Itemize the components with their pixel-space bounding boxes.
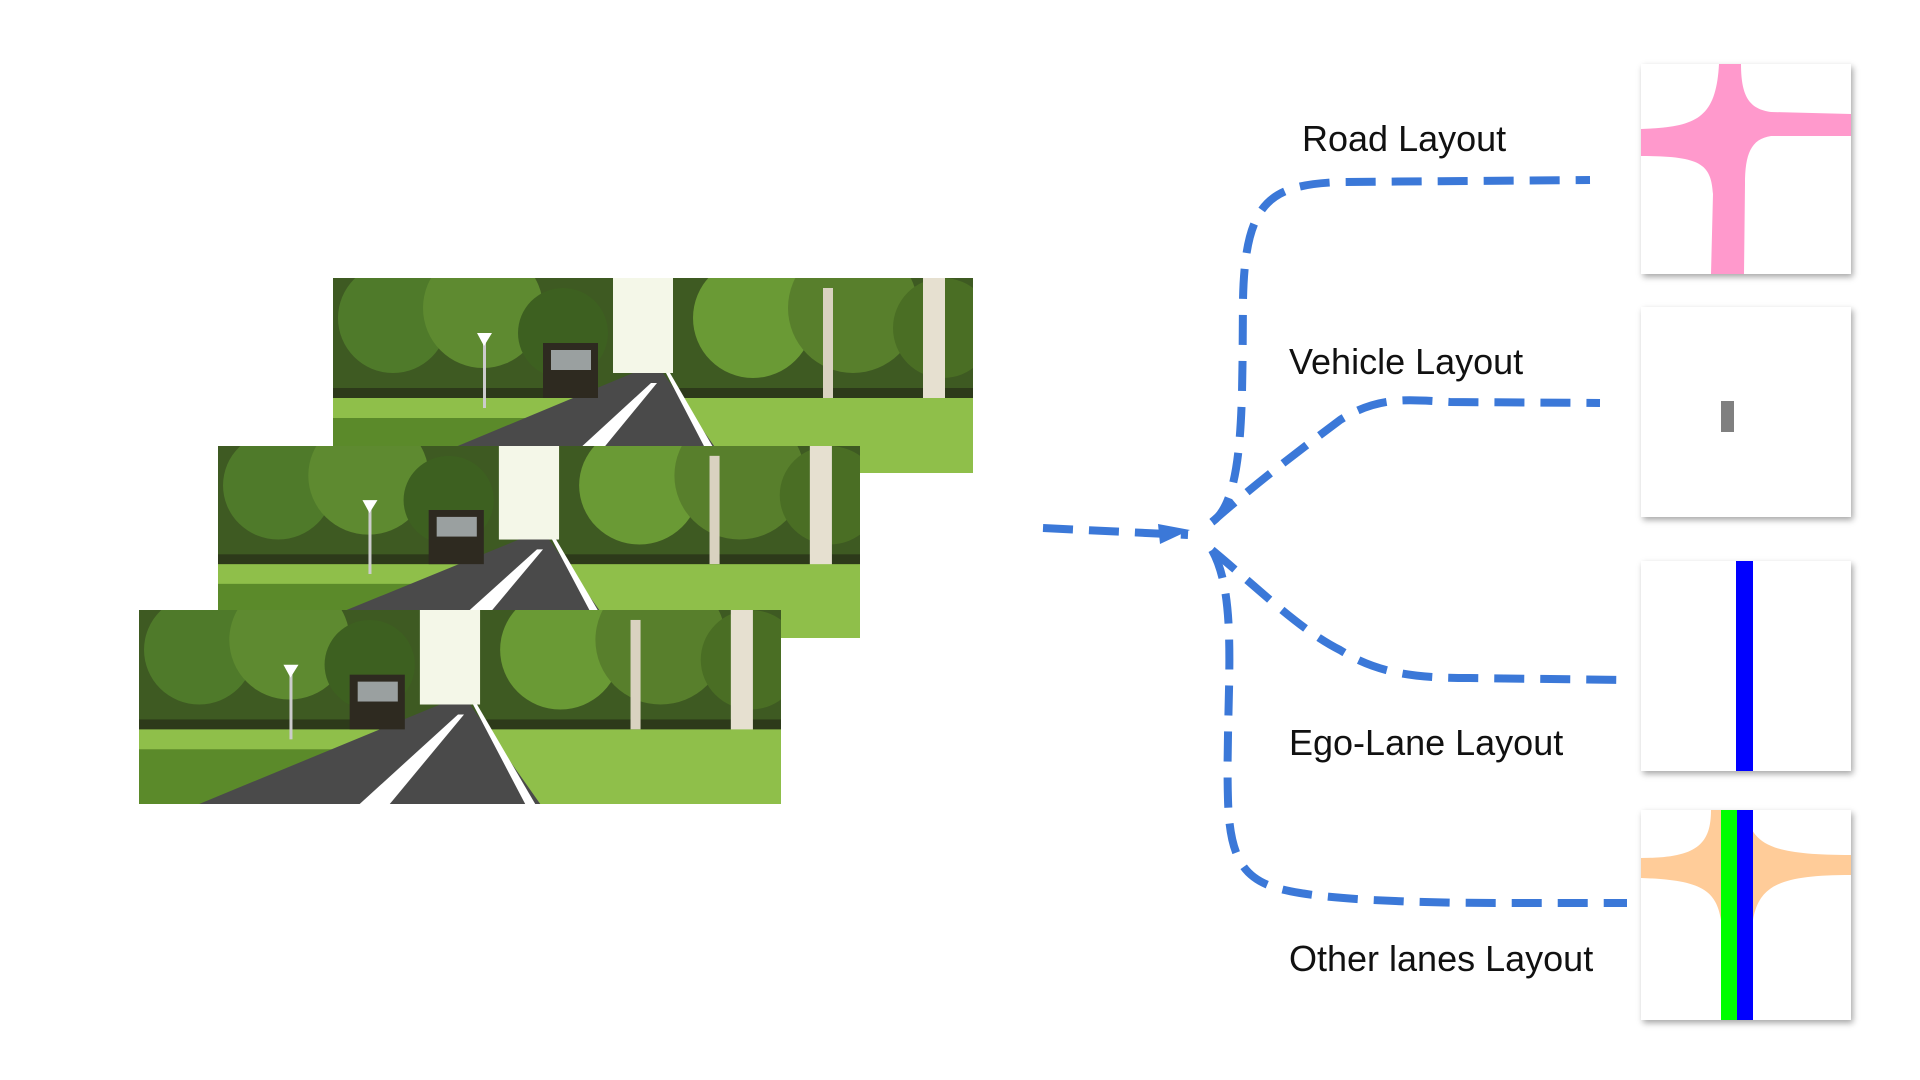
connector-road (1209, 176, 1591, 526)
connector-other-lanes (1208, 548, 1627, 907)
connector-vehicle (1209, 396, 1601, 526)
connector-lines (1042, 176, 1627, 907)
vehicle-layout-label: Vehicle Layout (1289, 341, 1524, 382)
road-layout-map (1641, 64, 1851, 274)
vehicle-layout-map (1641, 307, 1851, 517)
ego-lane-layout-map (1641, 561, 1851, 771)
ego-lane-layout-label: Ego-Lane Layout (1289, 722, 1564, 763)
connector-arrowhead (1158, 524, 1190, 544)
connector-ego-lane (1209, 546, 1626, 684)
camera-frames (139, 278, 973, 804)
other-lanes-layout-map (1641, 810, 1851, 1020)
frame-back (333, 278, 973, 473)
other-lanes-layout-label: Other lanes Layout (1289, 938, 1594, 979)
road-layout-label: Road Layout (1302, 118, 1507, 159)
